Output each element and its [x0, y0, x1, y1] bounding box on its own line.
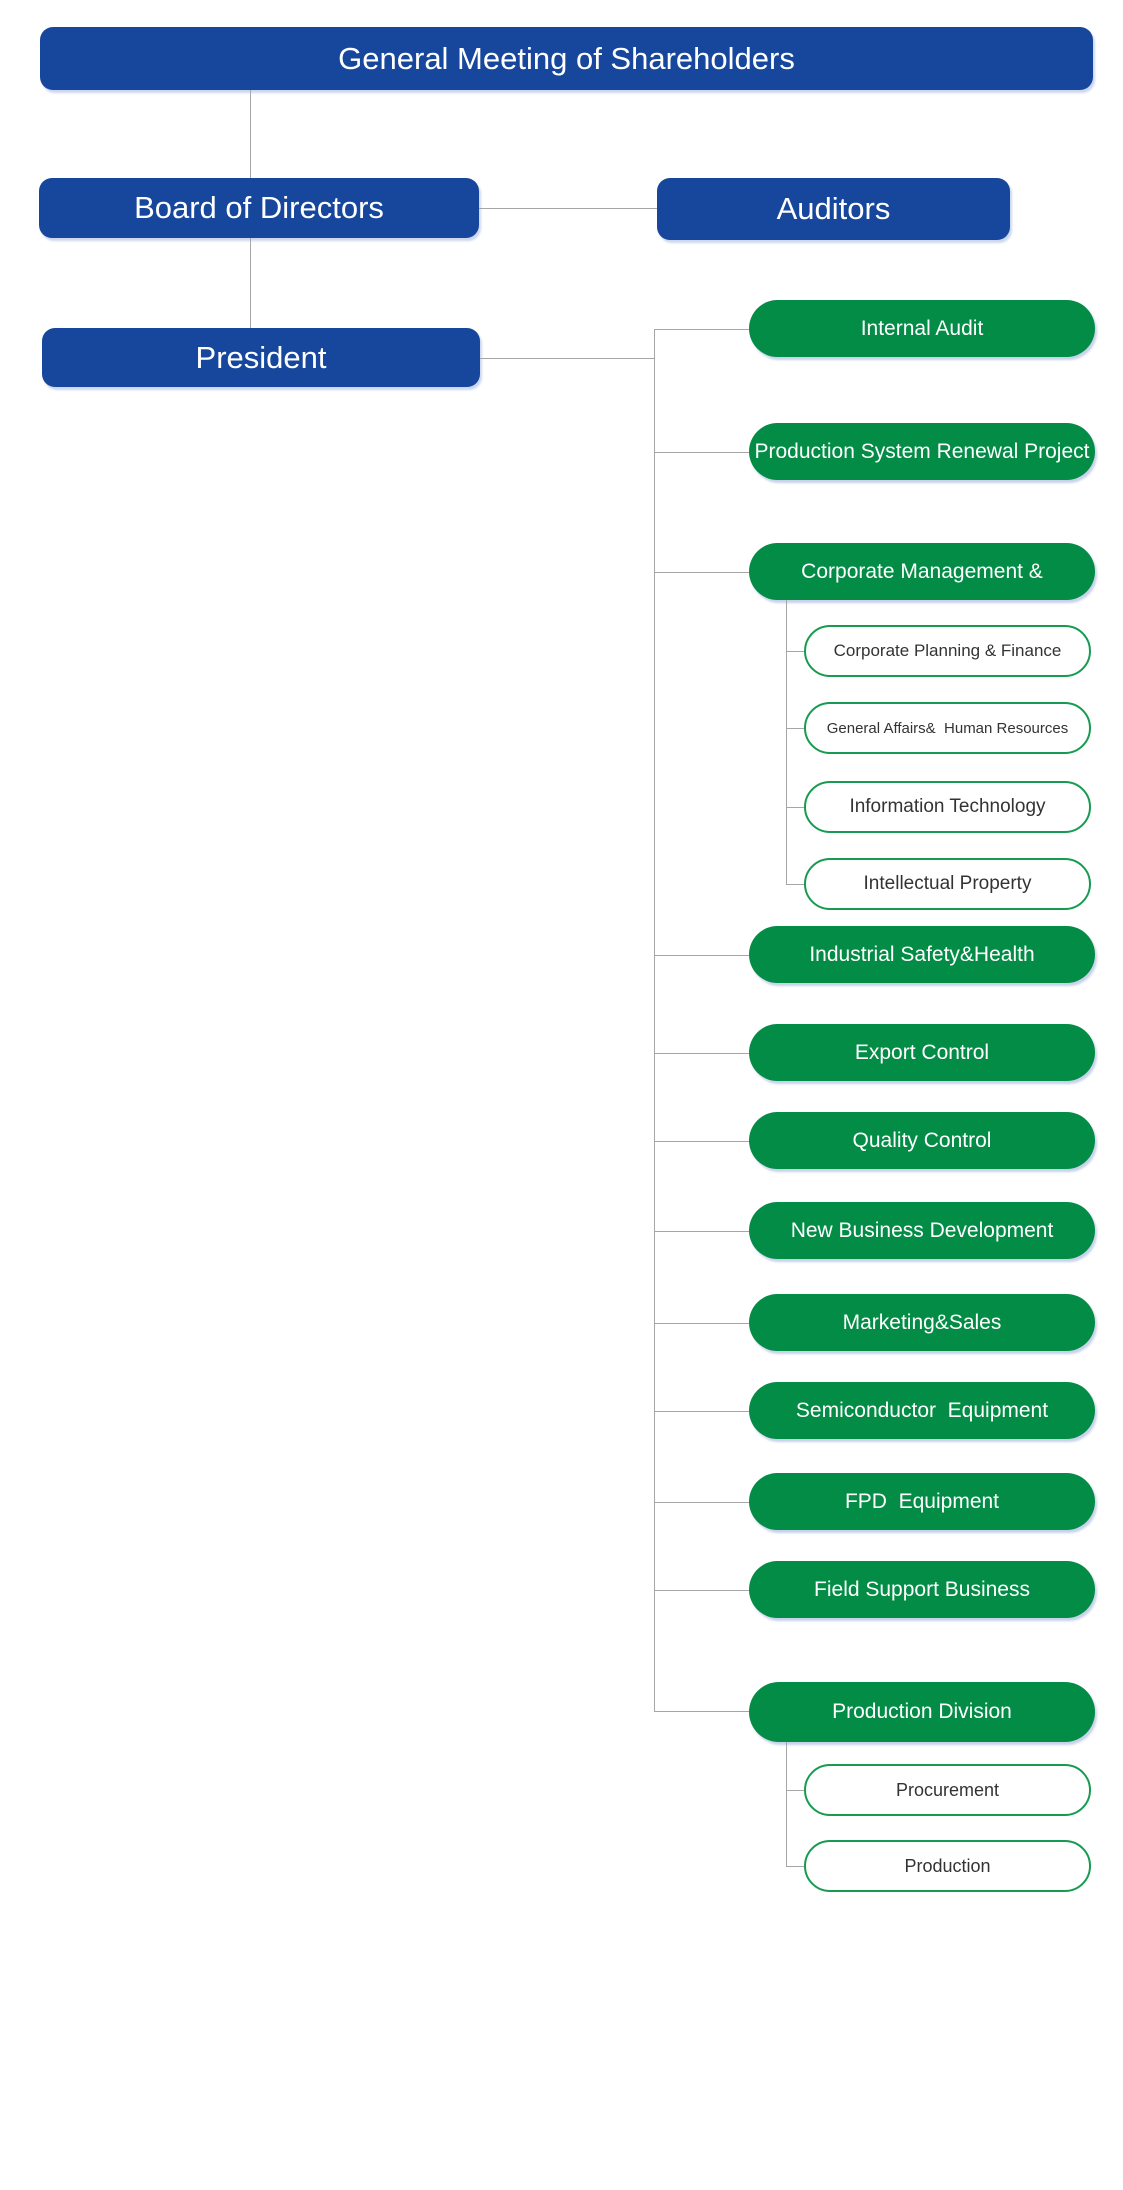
- node-marketing-sales: Marketing&Sales: [749, 1294, 1095, 1351]
- connector-stub-new-business-development: [654, 1231, 749, 1232]
- node-corporate-management: Corporate Management &: [749, 543, 1095, 600]
- connector-stub-fpd-equipment: [654, 1502, 749, 1503]
- connector-stub-semiconductor-equipment: [654, 1411, 749, 1412]
- node-new-business-development: New Business Development: [749, 1202, 1095, 1259]
- node-production-division: Production Division: [749, 1682, 1095, 1742]
- node-information-technology: Information Technology: [804, 781, 1091, 833]
- connector-stub-internal-audit: [654, 329, 749, 330]
- node-general-affairs-human-resources: General Affairs& Human Resources: [804, 702, 1091, 754]
- node-auditors: Auditors: [657, 178, 1010, 240]
- node-industrial-safety-health: Industrial Safety&Health: [749, 926, 1095, 983]
- connector-board-president: [250, 238, 251, 328]
- connector-stub-export-control: [654, 1053, 749, 1054]
- connector-stub-production-division: [654, 1711, 749, 1712]
- node-production-system-renewal-project: Production System Renewal Project: [749, 423, 1095, 480]
- connector-stub-corporate-planning-finance: [786, 651, 804, 652]
- node-general-meeting-of-shareholders: General Meeting of Shareholders: [40, 27, 1093, 90]
- connector-production-division-subtrunk: [786, 1742, 787, 1866]
- connector-stub-production: [786, 1866, 804, 1867]
- node-fpd-equipment: FPD Equipment: [749, 1473, 1095, 1530]
- connector-shareholders-board: [250, 90, 251, 178]
- connector-stub-intellectual-property: [786, 884, 804, 885]
- node-intellectual-property: Intellectual Property: [804, 858, 1091, 910]
- node-procurement: Procurement: [804, 1764, 1091, 1816]
- node-president: President: [42, 328, 480, 387]
- connector-stub-marketing-sales: [654, 1323, 749, 1324]
- connector-president-trunk: [480, 358, 654, 359]
- node-semiconductor-equipment: Semiconductor Equipment: [749, 1382, 1095, 1439]
- connector-stub-information-technology: [786, 807, 804, 808]
- connector-stub-general-affairs-human-resources: [786, 728, 804, 729]
- connector-board-auditors: [479, 208, 657, 209]
- connector-stub-procurement: [786, 1790, 804, 1791]
- connector-stub-field-support-business: [654, 1590, 749, 1591]
- node-field-support-business: Field Support Business: [749, 1561, 1095, 1618]
- node-corporate-planning-finance: Corporate Planning & Finance: [804, 625, 1091, 677]
- node-quality-control: Quality Control: [749, 1112, 1095, 1169]
- node-internal-audit: Internal Audit: [749, 300, 1095, 357]
- connector-corporate-management-subtrunk: [786, 600, 787, 884]
- connector-stub-corporate-management: [654, 572, 749, 573]
- connector-trunk: [654, 329, 655, 1712]
- node-export-control: Export Control: [749, 1024, 1095, 1081]
- connector-stub-industrial-safety-health: [654, 955, 749, 956]
- node-production: Production: [804, 1840, 1091, 1892]
- connector-stub-quality-control: [654, 1141, 749, 1142]
- connector-stub-production-system-renewal-project: [654, 452, 749, 453]
- node-board-of-directors: Board of Directors: [39, 178, 479, 238]
